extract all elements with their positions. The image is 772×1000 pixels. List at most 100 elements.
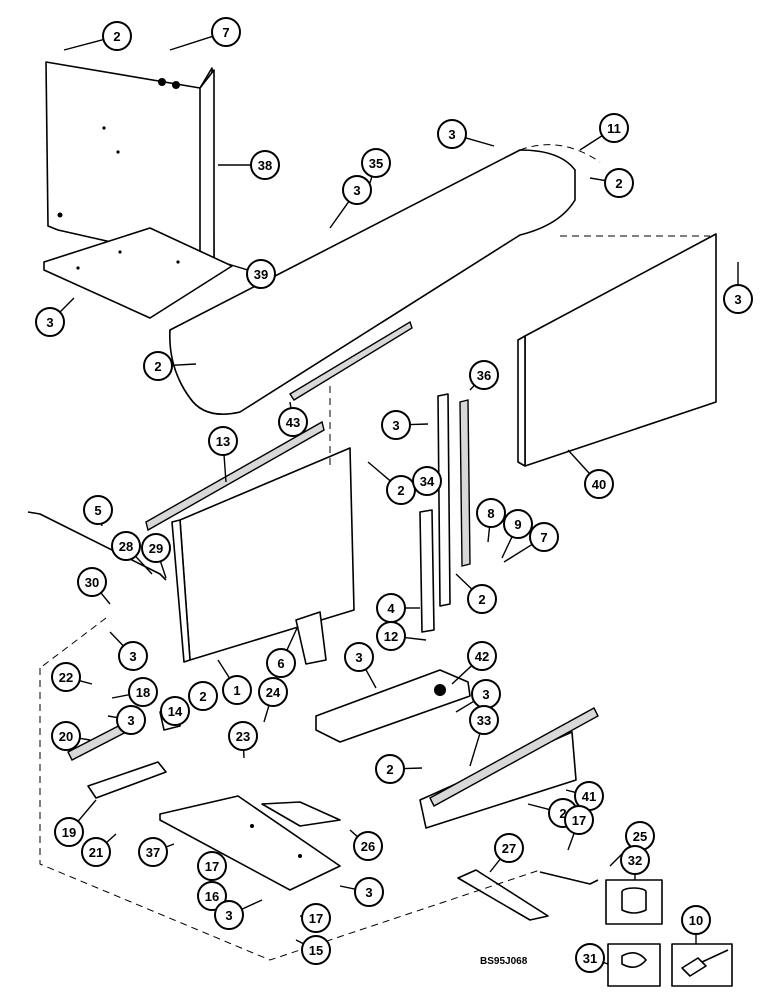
callout-bubble (188, 681, 218, 711)
callout-28: 28 (111, 531, 141, 561)
callout-bubble (228, 721, 258, 751)
callout-43: 43 (278, 407, 308, 437)
callout-17: 17 (301, 903, 331, 933)
callout-bubble (197, 851, 227, 881)
callout-14: 14 (160, 696, 190, 726)
callout-6: 6 (266, 648, 296, 678)
callout-bubble (102, 21, 132, 51)
callout-number: 29 (149, 541, 163, 556)
callout-leader-line (329, 201, 350, 229)
callout-2: 2 (143, 351, 173, 381)
callout-bubble (301, 935, 331, 965)
callout-leader-line (63, 38, 104, 51)
callout-number: 3 (365, 885, 372, 900)
callout-bubble (620, 845, 650, 875)
callout-number: 33 (477, 713, 491, 728)
callout-number: 2 (199, 689, 206, 704)
callout-3: 3 (354, 877, 384, 907)
callout-number: 38 (258, 158, 272, 173)
callout-number: 4 (387, 601, 395, 616)
callout-leader-line (263, 705, 270, 723)
callout-number: 3 (353, 183, 360, 198)
callout-number: 16 (205, 889, 219, 904)
callout-leader-line (349, 829, 359, 838)
callout-39: 39 (246, 259, 276, 289)
callout-19: 19 (54, 817, 84, 847)
front-panel-part (171, 447, 355, 663)
callout-bubble (77, 567, 107, 597)
callout-bubble (197, 881, 227, 911)
callout-number: 9 (514, 517, 521, 532)
callout-number: 3 (129, 649, 136, 664)
callout-number: 1 (233, 683, 240, 698)
callout-bubble (599, 113, 629, 143)
callout-bubble (467, 584, 497, 614)
callout-number: 2 (113, 29, 120, 44)
callout-bubble (246, 259, 276, 289)
callout-35: 35 (361, 148, 391, 178)
callout-15: 15 (301, 935, 331, 965)
callout-bubble (128, 677, 158, 707)
callout-17: 17 (564, 805, 594, 835)
callout-leader-line (455, 700, 475, 713)
callout-number: 3 (46, 315, 53, 330)
callout-26: 26 (353, 831, 383, 861)
callout-leader-line (295, 939, 304, 945)
callout-bubble (494, 833, 524, 863)
callout-18: 18 (128, 677, 158, 707)
callout-bubble (278, 407, 308, 437)
callout-number: 18 (136, 685, 150, 700)
callout-number: 42 (475, 649, 489, 664)
callout-number: 21 (89, 845, 103, 860)
callout-leader-line (171, 363, 197, 366)
bottom-tray-part (159, 795, 341, 891)
callout-leader-line (217, 659, 231, 679)
callout-bubble (160, 696, 190, 726)
drawing-code: BS95J068 (480, 956, 528, 967)
callout-3: 3 (342, 175, 372, 205)
callout-number: 3 (225, 908, 232, 923)
callout-leader-line (567, 449, 591, 475)
callout-number: 19 (62, 825, 76, 840)
callout-bubble (529, 522, 559, 552)
callout-number: 37 (146, 845, 160, 860)
callout-16: 16 (197, 881, 227, 911)
callout-leader-line (409, 423, 429, 426)
callout-leader-line (135, 555, 153, 575)
callout-bubble (214, 900, 244, 930)
callout-11: 11 (599, 113, 629, 143)
callout-bubble (143, 351, 173, 381)
callout-number: 39 (254, 267, 268, 282)
callout-leader-line (465, 137, 495, 147)
callout-bubble (381, 410, 411, 440)
callout-leader-line (339, 885, 356, 890)
callout-leader-line (455, 573, 473, 590)
callout-2: 2 (467, 584, 497, 614)
callout-bubble (375, 754, 405, 784)
callout-bubble (35, 307, 65, 337)
callout-22: 22 (51, 662, 81, 692)
callout-leader-line (111, 693, 130, 699)
callout-3: 3 (437, 119, 467, 149)
callout-13: 13 (208, 426, 238, 456)
callout-number: 11 (607, 121, 621, 136)
callout-number: 36 (477, 368, 491, 383)
callout-33: 33 (469, 705, 499, 735)
right-panel-part (517, 233, 717, 467)
callout-2: 2 (604, 168, 634, 198)
callout-bubble (564, 805, 594, 835)
callout-36: 36 (469, 360, 499, 390)
callout-bubble (222, 675, 252, 705)
callout-bubble (250, 150, 280, 180)
callout-38: 38 (250, 150, 280, 180)
callout-23: 23 (228, 721, 258, 751)
callout-number: 13 (216, 434, 230, 449)
callout-3: 3 (471, 679, 501, 709)
callout-number: 2 (478, 592, 485, 607)
callout-number: 2 (154, 359, 161, 374)
callout-bubble (54, 817, 84, 847)
callout-leader-line (589, 177, 606, 182)
callout-leader-line (527, 803, 550, 811)
callout-number: 2 (386, 762, 393, 777)
callout-17: 17 (197, 851, 227, 881)
